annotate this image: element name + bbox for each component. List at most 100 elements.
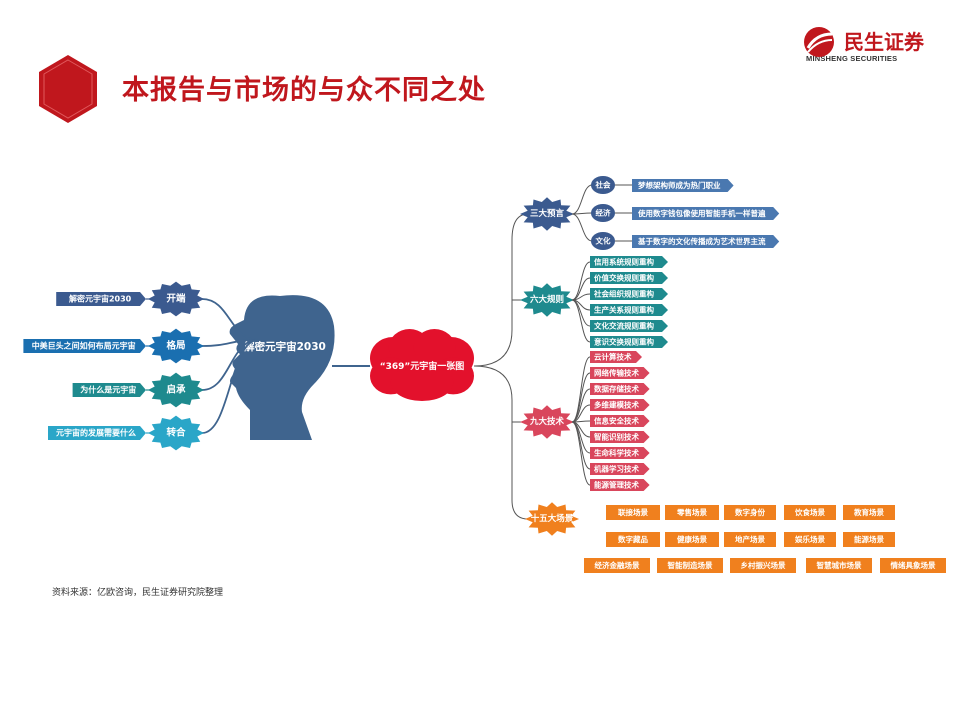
scene-item-text: 娱乐场景	[795, 534, 825, 544]
rule-item-flag	[590, 336, 668, 348]
scene-item-box	[665, 532, 719, 547]
rule-item-text: 文化交流规则重构	[594, 321, 654, 331]
rule-item-text: 生产关系规则重构	[594, 305, 654, 315]
left-node-label: 启承	[166, 384, 186, 396]
scene-item-text: 经济金融场景	[595, 560, 640, 570]
tech-item-text: 云计算技术	[594, 352, 632, 362]
source-note: 资料来源：亿欧咨询，民生证券研究院整理	[52, 588, 224, 598]
group-node-burst	[520, 283, 574, 317]
tech-item-flag	[590, 463, 650, 475]
scene-item-text: 智慧城市场景	[817, 560, 862, 570]
left-label-flag	[48, 426, 146, 440]
tech-connector	[571, 421, 591, 454]
rule-item-flag	[590, 288, 668, 300]
rule-connector	[571, 299, 591, 343]
prediction-item-flag	[632, 235, 780, 248]
rule-item-text: 意识交换规则重构	[594, 337, 654, 347]
prediction-connector	[571, 213, 593, 242]
cloud-lobe	[413, 329, 456, 366]
scene-item-box	[584, 558, 650, 573]
tech-item-flag	[590, 415, 650, 427]
tech-item-flag	[590, 367, 650, 379]
center-label: “369”元宇宙一张图	[380, 360, 465, 372]
left-node-burst	[148, 372, 204, 408]
tech-item-flag	[590, 351, 642, 363]
prediction-item-flag	[632, 207, 780, 220]
scene-item-text: 教育场景	[853, 507, 884, 517]
tech-connector	[571, 388, 591, 423]
scene-item-box	[657, 558, 723, 573]
rule-item-text: 价值交换规则重构	[594, 273, 654, 283]
scene-item-text: 能源场景	[854, 534, 884, 544]
title-hexagon-icon	[39, 55, 97, 123]
prediction-item-text: 梦想架构师成为热门职业	[638, 180, 721, 190]
head-silhouette	[229, 295, 335, 440]
left-node-burst	[148, 415, 204, 451]
trunk-connector-down	[473, 365, 529, 520]
rule-item-text: 社会组织规则重构	[593, 289, 654, 299]
head-label: 解密元宇宙2030	[243, 340, 326, 353]
left-label-text: 解密元宇宙2030	[69, 294, 132, 304]
tech-item-text: 机器学习技术	[594, 464, 639, 474]
tech-item-text: 能源管理技术	[594, 480, 639, 490]
prediction-item-text: 基于数字的文化传播成为艺术世界主流	[637, 236, 766, 246]
group-node-label: 十五大场景	[531, 513, 574, 524]
left-label-text: 中美巨头之间如何布局元宇宙	[32, 341, 136, 351]
scene-item-box	[843, 532, 895, 547]
group-node-label: 六大规则	[530, 294, 564, 305]
prediction-tag-shape	[591, 204, 615, 222]
brand-logo-text: 民生证券	[844, 30, 924, 54]
scene-item-box	[880, 558, 946, 573]
left-label-text: 元宇宙的发展需要什么	[56, 428, 136, 438]
left-label-text: 为什么是元宇宙	[80, 385, 136, 395]
rule-item-flag	[590, 304, 668, 316]
scene-item-box	[724, 505, 776, 520]
rule-connector	[571, 261, 591, 301]
left-node-label: 格局	[166, 340, 185, 352]
prediction-connector	[571, 184, 593, 215]
scene-item-box	[806, 558, 872, 573]
tech-connector	[571, 372, 591, 423]
scene-item-box	[724, 532, 776, 547]
tech-item-flag	[590, 479, 650, 491]
title-hexagon-highlight	[43, 59, 93, 119]
rule-item-text: 信用系统规则重构	[594, 257, 654, 267]
tech-item-flag	[590, 383, 650, 395]
left-node-burst	[148, 328, 204, 364]
tech-item-text: 智能识别技术	[594, 432, 639, 442]
tech-connector	[571, 421, 591, 486]
tech-item-text: 数据存储技术	[594, 384, 639, 394]
left-label-flag	[56, 292, 147, 306]
scene-item-text: 数字身份	[735, 507, 765, 517]
tech-item-flag	[590, 447, 650, 459]
scene-item-text: 数字藏品	[618, 534, 648, 544]
scene-item-box	[606, 532, 660, 547]
prediction-item-text: 使用数字钱包像使用智能手机一样普遍	[637, 208, 766, 218]
tech-item-text: 多维建模技术	[594, 400, 639, 410]
prediction-tag-shape	[591, 232, 615, 250]
scene-item-text: 情绪具象场景	[890, 560, 936, 570]
group-node-burst	[525, 502, 579, 536]
tech-item-flag	[590, 399, 650, 411]
tech-item-text: 生命科学技术	[594, 448, 639, 458]
scene-item-text: 联接场景	[618, 507, 648, 517]
tech-connector	[571, 356, 591, 423]
scene-item-box	[606, 505, 660, 520]
prediction-tag-label: 文化	[596, 236, 611, 246]
brand-logo-subtext: MINSHENG SECURITIES	[806, 54, 898, 63]
page-title: 本报告与市场的与众不同之处	[122, 75, 486, 106]
left-label-flag	[23, 339, 146, 353]
scene-item-text: 乡村振兴场景	[741, 560, 786, 570]
rule-item-flag	[590, 320, 668, 332]
scene-item-text: 地产场景	[735, 534, 765, 544]
center-cloud	[370, 329, 475, 401]
scene-item-box	[665, 505, 719, 520]
scene-item-text: 零售场景	[676, 507, 707, 517]
tech-item-text: 网络传输技术	[594, 368, 639, 378]
scene-item-box	[843, 505, 895, 520]
rule-item-flag	[590, 272, 668, 284]
tech-item-text: 信息安全技术	[594, 416, 639, 426]
trunk-connector-up	[473, 213, 529, 367]
left-node-label: 转合	[166, 427, 186, 439]
